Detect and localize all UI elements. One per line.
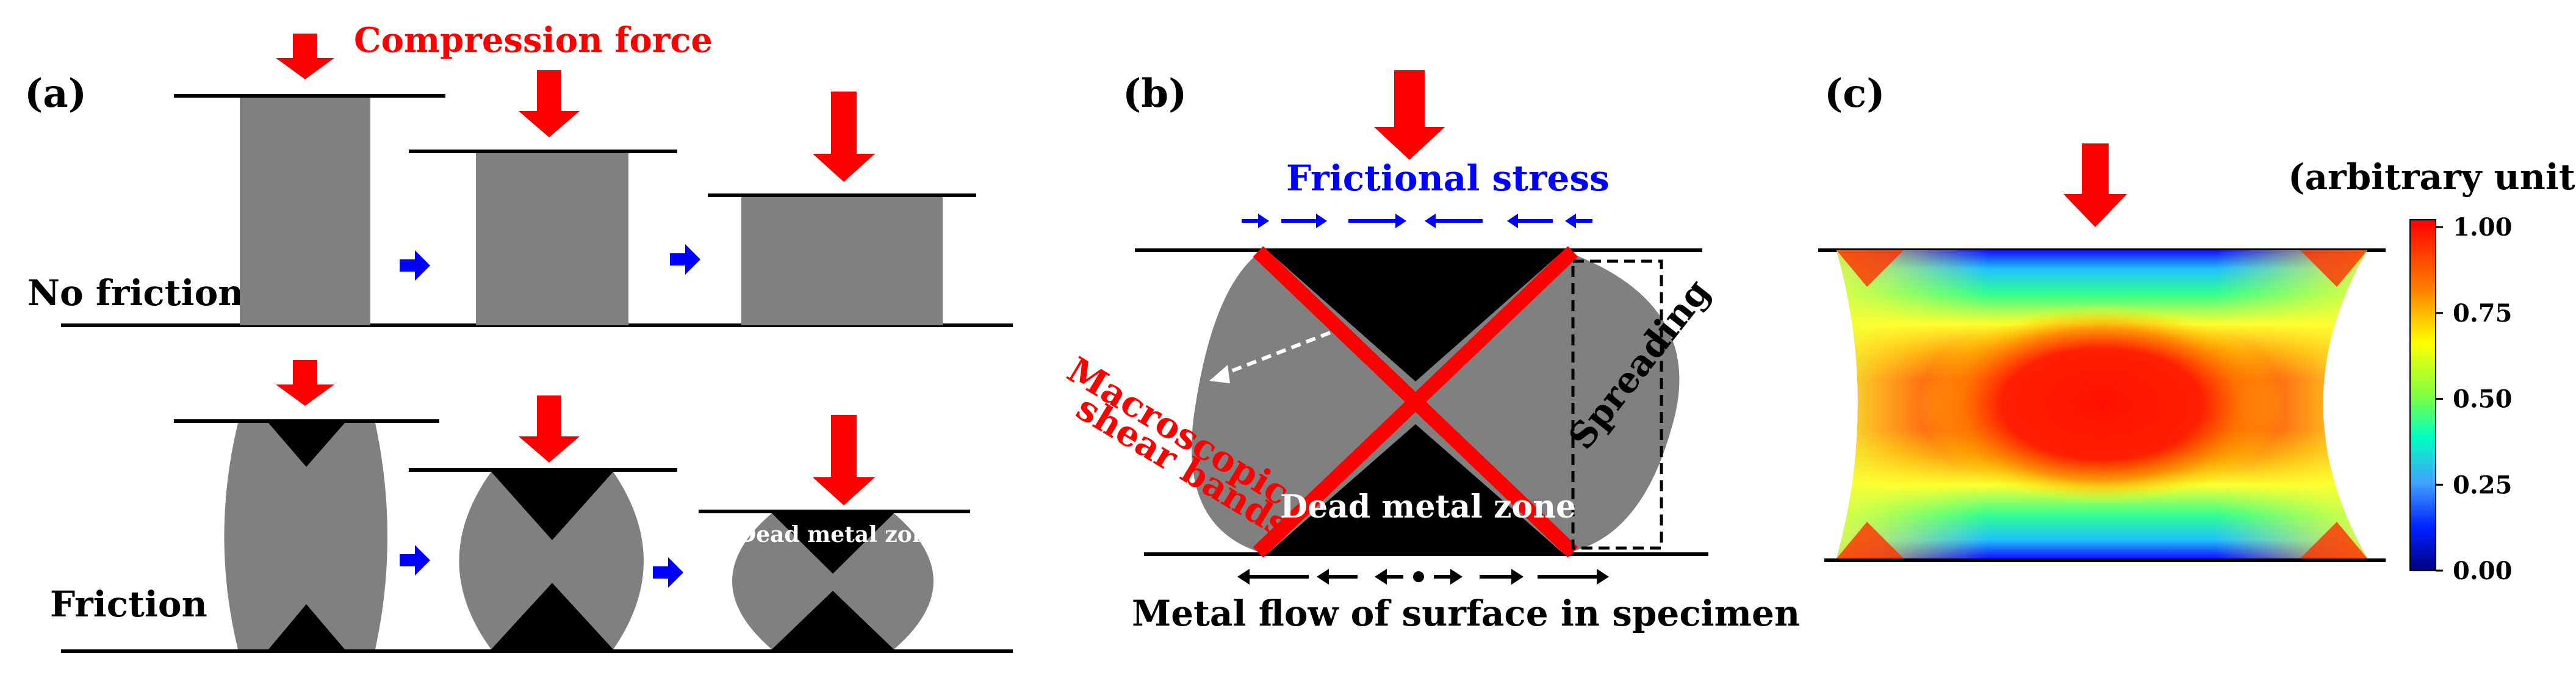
panel-a: (a) Compression force No friction Fricti… xyxy=(24,20,1013,653)
force-arrow-icon xyxy=(519,70,580,137)
dead-metal-zone-bottom xyxy=(268,604,345,649)
colorbar-tick-label: 1.00 xyxy=(2453,213,2512,242)
force-arrow-icon xyxy=(1374,70,1445,160)
frictional-stress-arrows xyxy=(1242,214,1592,228)
force-arrow-icon xyxy=(276,34,334,79)
step-arrow-icon xyxy=(400,545,430,576)
step-arrow-icon xyxy=(653,557,683,588)
frictional-stress-label: Frictional stress xyxy=(1286,157,1610,199)
colorbar-unit-label: (arbitrary unit) xyxy=(2288,156,2576,198)
force-arrow-icon xyxy=(519,395,580,463)
dead-metal-zone-bottom xyxy=(1269,424,1562,552)
metal-flow-label: Metal flow of surface in specimen xyxy=(1132,593,1800,634)
colorbar-tick-label: 0.25 xyxy=(2453,471,2512,499)
force-arrow-icon xyxy=(813,415,875,505)
barrel-specimen xyxy=(1192,252,1680,552)
barrel-specimen-tall xyxy=(224,423,387,649)
spreading-box xyxy=(1571,259,1663,550)
panel-c: (c) (arbitrary unit) 1.00 0.75 0.50 0.25 0.0… xyxy=(1818,71,2576,585)
step-arrow-icon xyxy=(400,250,430,281)
barrel-specimen-short xyxy=(732,513,934,649)
dead-metal-zone-label: Dead metal zone xyxy=(1280,488,1576,525)
dead-metal-zone-top xyxy=(1269,252,1562,381)
dashed-direction-arrow xyxy=(1219,331,1331,377)
force-arrow-icon xyxy=(813,92,875,182)
panel-b-label: (b) xyxy=(1123,71,1187,117)
force-arrow-icon xyxy=(276,360,334,406)
specimen-tall xyxy=(240,98,370,325)
specimen-short xyxy=(741,197,943,325)
dashed-arrow-head-icon xyxy=(1209,365,1230,383)
colorbar-tick-label: 0.50 xyxy=(2453,385,2512,414)
colorbar-tick-label: 0.00 xyxy=(2453,557,2512,585)
dead-metal-zone-label: Dead metal zone xyxy=(737,522,942,547)
force-arrow-icon xyxy=(2063,143,2127,227)
panel-a-label: (a) xyxy=(24,71,87,117)
barrel-specimen-medium xyxy=(459,472,644,649)
dead-metal-zone-bottom xyxy=(772,591,894,649)
panel-b: (b) Frictional stress Spreading M xyxy=(1060,70,1800,634)
panel-c-label: (c) xyxy=(1824,71,1885,117)
colorbar-ticks: 1.00 0.75 0.50 0.25 0.00 xyxy=(2436,213,2512,585)
contour-specimen xyxy=(1837,250,2367,558)
colorbar xyxy=(2409,219,2436,571)
shear-band-line xyxy=(1253,246,1578,558)
colorbar-tick-label: 0.75 xyxy=(2453,299,2512,328)
metal-flow-arrows xyxy=(1237,569,1609,585)
compression-force-label: Compression force xyxy=(354,20,713,60)
dead-metal-zone-top xyxy=(491,472,613,540)
no-friction-label: No friction xyxy=(27,272,243,314)
friction-label: Friction xyxy=(50,583,207,625)
step-arrow-icon xyxy=(670,244,700,275)
specimen-medium xyxy=(476,153,628,325)
dead-metal-zone-bottom xyxy=(491,583,613,649)
dead-metal-zone-top xyxy=(268,423,345,467)
dead-metal-zone-top xyxy=(772,513,894,574)
